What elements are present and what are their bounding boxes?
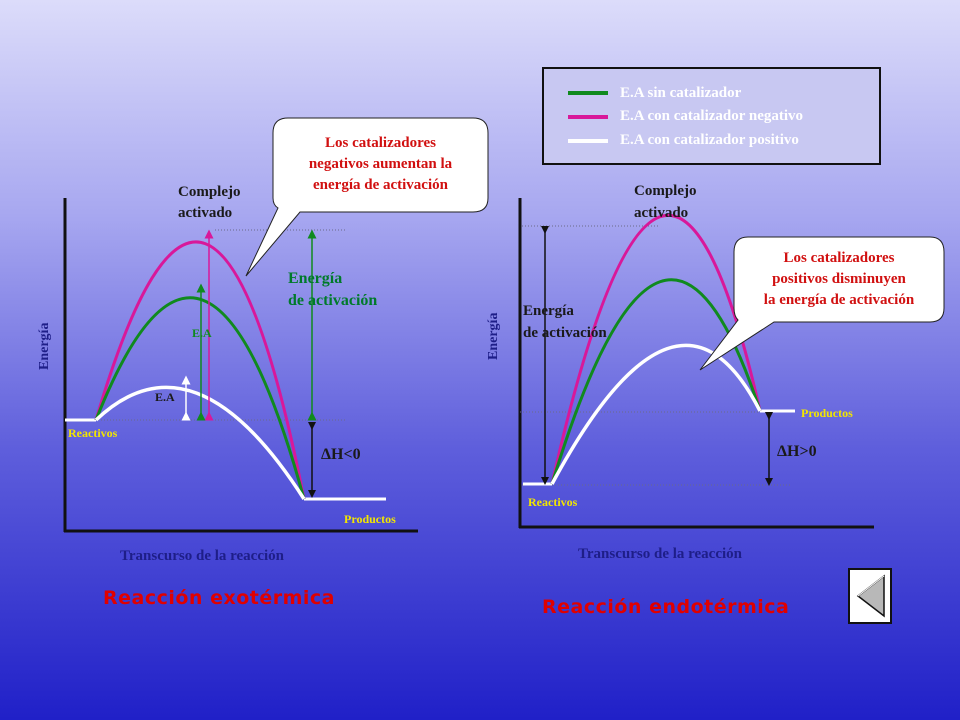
- endo-reactants-label: Reactivos: [528, 495, 578, 509]
- endo-callout-text: Los catalizadores positivos disminuyen l…: [763, 250, 915, 308]
- legend: [542, 67, 881, 165]
- endo-curve-negative-catalyst: [550, 214, 762, 485]
- endo-x-axis-label: Transcurso de la reacción: [578, 546, 743, 562]
- exo-products-label: Productos: [344, 512, 396, 526]
- endo-curve-positive-catalyst: [550, 343, 762, 485]
- endo-callout-bubble: [699, 236, 945, 371]
- endothermic-diagram: [518, 198, 945, 529]
- exo-ea-label-white: E.A: [155, 390, 175, 404]
- left-triangle-icon: [856, 574, 885, 618]
- legend-label-negative-catalyst: E.A con catalizador negativo: [620, 108, 804, 124]
- endo-delta-h-label: ΔH>0: [777, 443, 817, 460]
- exo-reactants-label: Reactivos: [68, 426, 118, 440]
- exo-complex-label: Complejo activado: [178, 184, 241, 221]
- endo-products-label: Productos: [801, 406, 853, 420]
- previous-slide-button[interactable]: [848, 568, 892, 624]
- endo-title: Reacción endotérmica: [542, 596, 790, 618]
- endo-y-axis-label: Energía: [486, 312, 501, 360]
- exo-delta-h-label: ΔH<0: [321, 446, 361, 463]
- legend-label-no-catalyst: E.A sin catalizador: [620, 85, 742, 101]
- exo-x-axis-label: Transcurso de la reacción: [120, 548, 285, 564]
- exo-activation-label: Energía de activación: [288, 270, 378, 309]
- endo-activation-label: Energía de activación: [523, 303, 607, 341]
- exo-curve-negative-catalyst: [94, 240, 306, 500]
- exo-ea-label-green: E.A: [192, 326, 212, 340]
- exo-y-axis-label: Energía: [37, 322, 52, 370]
- exothermic-diagram: [63, 117, 489, 533]
- endo-complex-label: Complejo activado: [634, 183, 697, 221]
- exo-callout-bubble: [245, 117, 489, 277]
- exo-title: Reacción exotérmica: [103, 587, 335, 609]
- exo-callout-text: Los catalizadores negativos aumentan la …: [308, 135, 453, 193]
- legend-label-positive-catalyst: E.A con catalizador positivo: [620, 132, 799, 148]
